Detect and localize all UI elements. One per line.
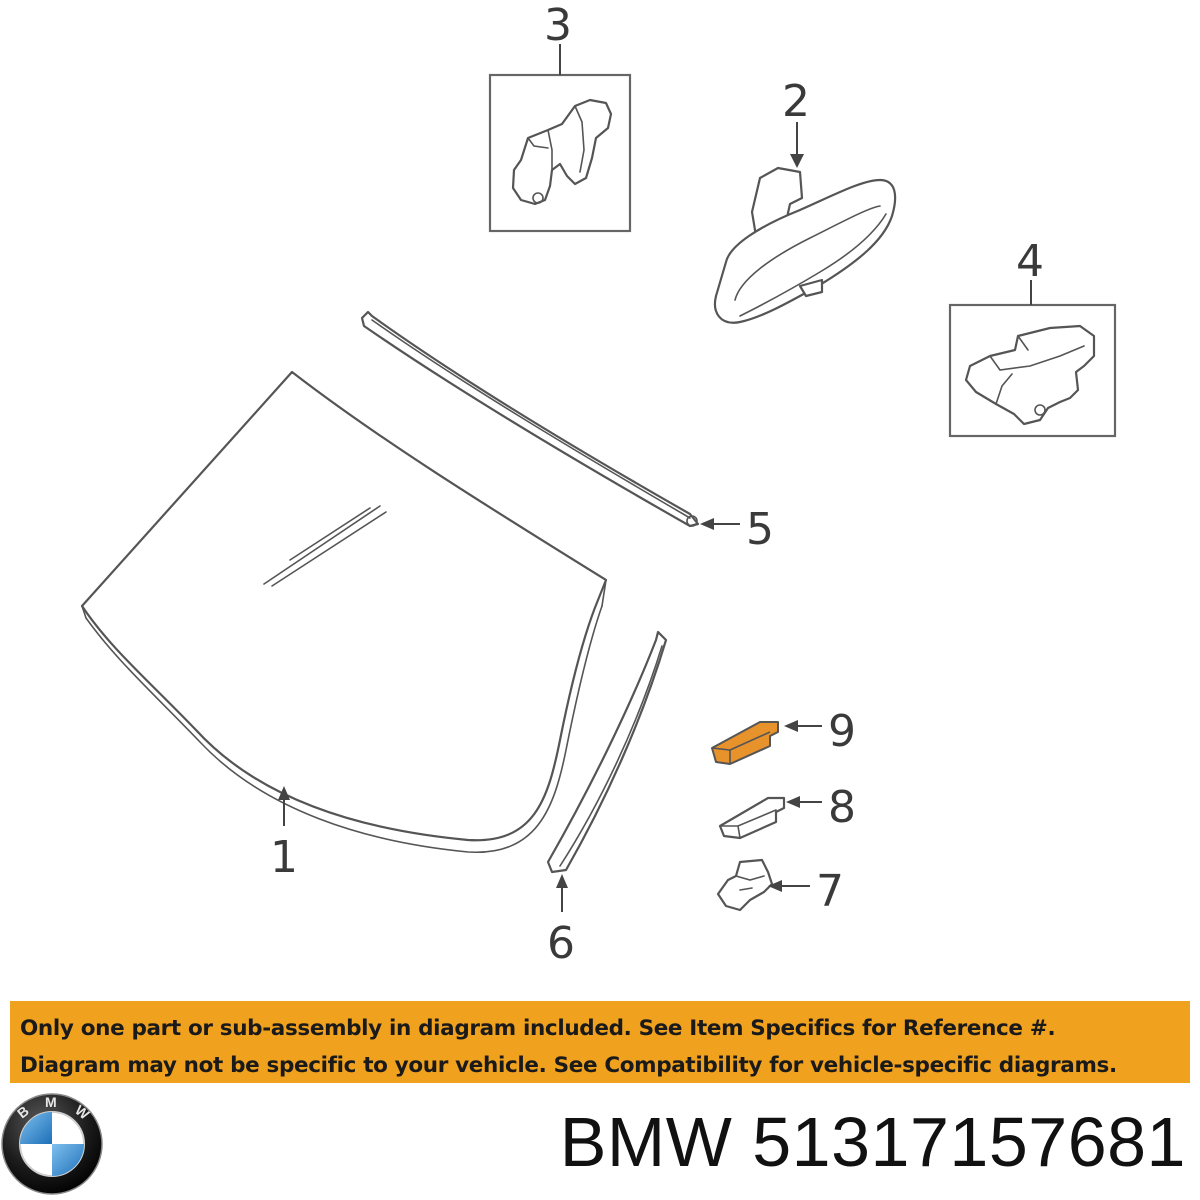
notice-line-2: Diagram may not be specific to your vehi…	[20, 1053, 1117, 1078]
part-4-bracket-box	[948, 303, 1117, 438]
logo-letter-m: M	[45, 1094, 57, 1110]
callout-9: 9	[828, 706, 856, 757]
arrow-1	[278, 786, 290, 800]
callout-6: 6	[547, 918, 575, 969]
part-1-windshield	[80, 370, 608, 853]
arrow-8	[786, 796, 800, 808]
callout-4: 4	[1016, 236, 1044, 287]
arrow-2	[790, 154, 804, 168]
arrow-6	[556, 874, 568, 888]
callout-5: 5	[746, 504, 774, 555]
notice-banner: Only one part or sub-assembly in diagram…	[10, 1001, 1190, 1083]
arrow-7	[768, 880, 782, 892]
part-9-clip-highlighted	[711, 721, 779, 765]
part-6-side-moulding	[546, 630, 668, 874]
callout-8: 8	[828, 782, 856, 833]
part-5-upper-moulding	[360, 310, 700, 528]
callout-3: 3	[544, 0, 572, 51]
arrow-9	[784, 720, 798, 732]
part-8-clip	[718, 796, 786, 840]
bmw-logo-icon: B M W	[1, 1093, 103, 1195]
part-2-rearview-mirror	[713, 166, 897, 324]
parts-diagram: 3 2 4 5 1	[80, 0, 1117, 969]
part-3-bracket-box	[488, 73, 632, 233]
part-number-label: BMW 51317157681	[559, 1103, 1186, 1181]
callout-7: 7	[816, 866, 844, 917]
arrow-5	[700, 518, 714, 530]
callout-1: 1	[270, 832, 298, 883]
notice-line-1: Only one part or sub-assembly in diagram…	[20, 1016, 1056, 1041]
callout-2: 2	[782, 76, 810, 127]
part-7-bracket-clip	[716, 858, 774, 912]
